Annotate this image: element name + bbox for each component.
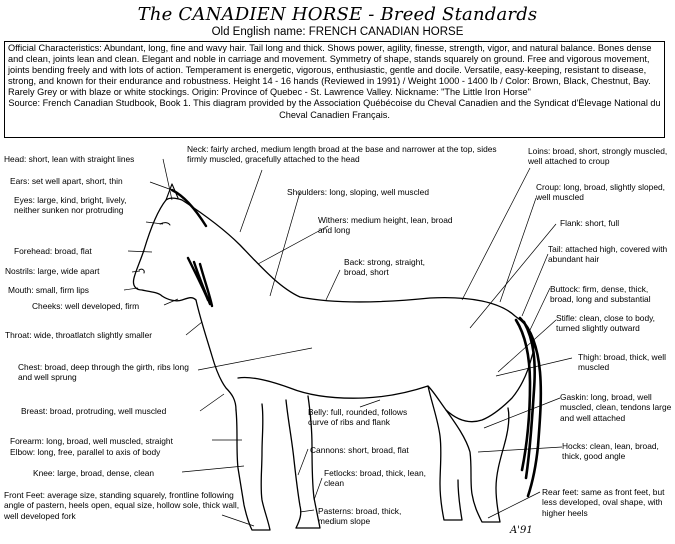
official-characteristics-text: Official Characteristics: Abundant, long… — [8, 43, 652, 98]
label-throat: Throat: wide, throatlatch slightly small… — [5, 330, 153, 340]
official-characteristics-box: Official Characteristics: Abundant, long… — [4, 41, 665, 138]
horse-foreleg-back — [285, 395, 321, 529]
horse-hindleg — [445, 407, 510, 523]
label-shoulders: Shoulders: long, sloping, well muscled — [287, 187, 429, 197]
label-mouth: Mouth: small, firm lips — [8, 285, 89, 295]
label-flank: Flank: short, full — [560, 218, 620, 228]
horse-tail — [514, 316, 543, 498]
leader-withers — [257, 225, 329, 265]
leader-croup — [499, 197, 537, 303]
leader-back — [325, 269, 341, 301]
leader-throat — [185, 321, 203, 336]
leader-rearfeet — [487, 491, 541, 519]
leader-hocks — [477, 446, 563, 453]
leader-buttock — [529, 287, 551, 331]
leader-ears — [149, 181, 173, 191]
label-ears: Ears: set well apart, short, thin — [10, 176, 123, 186]
label-buttock: Buttock: firm, dense, thick, broad, long… — [550, 284, 651, 305]
label-head: Head: short, lean with straight lines — [4, 154, 135, 164]
label-withers: Withers: medium height, lean, broad and … — [318, 215, 453, 236]
leader-pasterns — [299, 509, 315, 513]
leader-eyes — [145, 221, 164, 225]
label-belly: Belly: full, rounded, follows curve of r… — [308, 407, 408, 428]
page-title: The CANADIEN HORSE - Breed Standards — [137, 4, 538, 25]
label-breast: Breast: broad, protruding, well muscled — [21, 406, 167, 416]
leader-forehead — [127, 250, 153, 253]
label-tail: Tail: attached high, covered with abunda… — [548, 244, 668, 265]
leader-head — [162, 158, 173, 201]
label-loins: Loins: broad, short, strongly muscled, w… — [528, 146, 668, 167]
label-hocks: Hocks: clean, lean, broad, thick, good a… — [562, 441, 659, 462]
label-back: Back: strong, straight, broad, short — [344, 257, 425, 278]
label-gaskin: Gaskin: long, broad, well muscled, clean… — [560, 392, 672, 423]
label-frontfeet: Front Feet: average size, standing squar… — [4, 490, 240, 521]
leader-mouth — [123, 287, 139, 291]
label-chest: Chest: broad, deep through the girth, ri… — [18, 362, 189, 383]
horse-nostril — [138, 268, 145, 274]
leader-gaskin — [483, 397, 561, 429]
label-nostrils: Nostrils: large, wide apart — [5, 266, 100, 276]
leader-shoulders — [269, 191, 301, 297]
label-pasterns: Pasterns: broad, thick, medium slope — [318, 506, 402, 527]
leader-flank — [469, 223, 557, 329]
artist-signature: A'91 — [510, 525, 533, 536]
horse-hindleg-near — [427, 385, 463, 521]
label-forearm: Forearm: long, broad, well muscled, stra… — [10, 436, 173, 446]
horse-head-outline — [132, 197, 197, 302]
label-neck: Neck: fairly arched, medium length broad… — [187, 144, 497, 165]
label-cannons: Cannons: short, broad, flat — [310, 445, 409, 455]
leader-cannons — [297, 448, 309, 476]
horse-mane — [170, 188, 214, 308]
leader-stifle — [497, 319, 557, 373]
label-cheeks: Cheeks: well developed, firm — [32, 301, 140, 311]
leader-knee — [181, 465, 245, 473]
label-eyes: Eyes: large, kind, bright, lively, neith… — [14, 195, 127, 216]
label-knee: Knee: large, broad, dense, clean — [33, 468, 155, 478]
leader-neck — [239, 169, 263, 233]
leader-loins — [461, 167, 531, 301]
leader-breast — [199, 393, 225, 412]
label-croup: Croup: long, broad, slightly sloped, wel… — [536, 182, 665, 203]
horse-foreleg-front — [235, 403, 271, 531]
source-text: Source: French Canadian Studbook, Book 1… — [8, 98, 661, 120]
page-subtitle: Old English name: FRENCH CANADIAN HORSE — [211, 26, 464, 38]
label-thigh: Thigh: broad, thick, well muscled — [578, 352, 666, 373]
leader-tail — [521, 253, 549, 317]
leader-frontfeet — [221, 514, 255, 527]
leader-chest — [197, 347, 313, 371]
leader-nostrils — [131, 270, 141, 273]
horse-throat-chest — [195, 299, 237, 411]
leader-thigh — [495, 357, 573, 377]
label-forehead: Forehead: broad, flat — [14, 246, 92, 256]
label-elbow: Elbow: long, free, parallel to axis of b… — [10, 447, 161, 457]
leader-cheeks — [163, 298, 179, 306]
label-stifle: Stifle: clean, close to body, turned sli… — [556, 313, 656, 334]
label-fetlocks: Fetlocks: broad, thick, lean, clean — [324, 468, 426, 489]
label-rearfeet: Rear feet: same as front feet, but less … — [542, 487, 665, 518]
leader-fetlocks — [313, 477, 323, 501]
leader-belly — [359, 399, 381, 408]
horse-body-outline — [181, 199, 535, 423]
